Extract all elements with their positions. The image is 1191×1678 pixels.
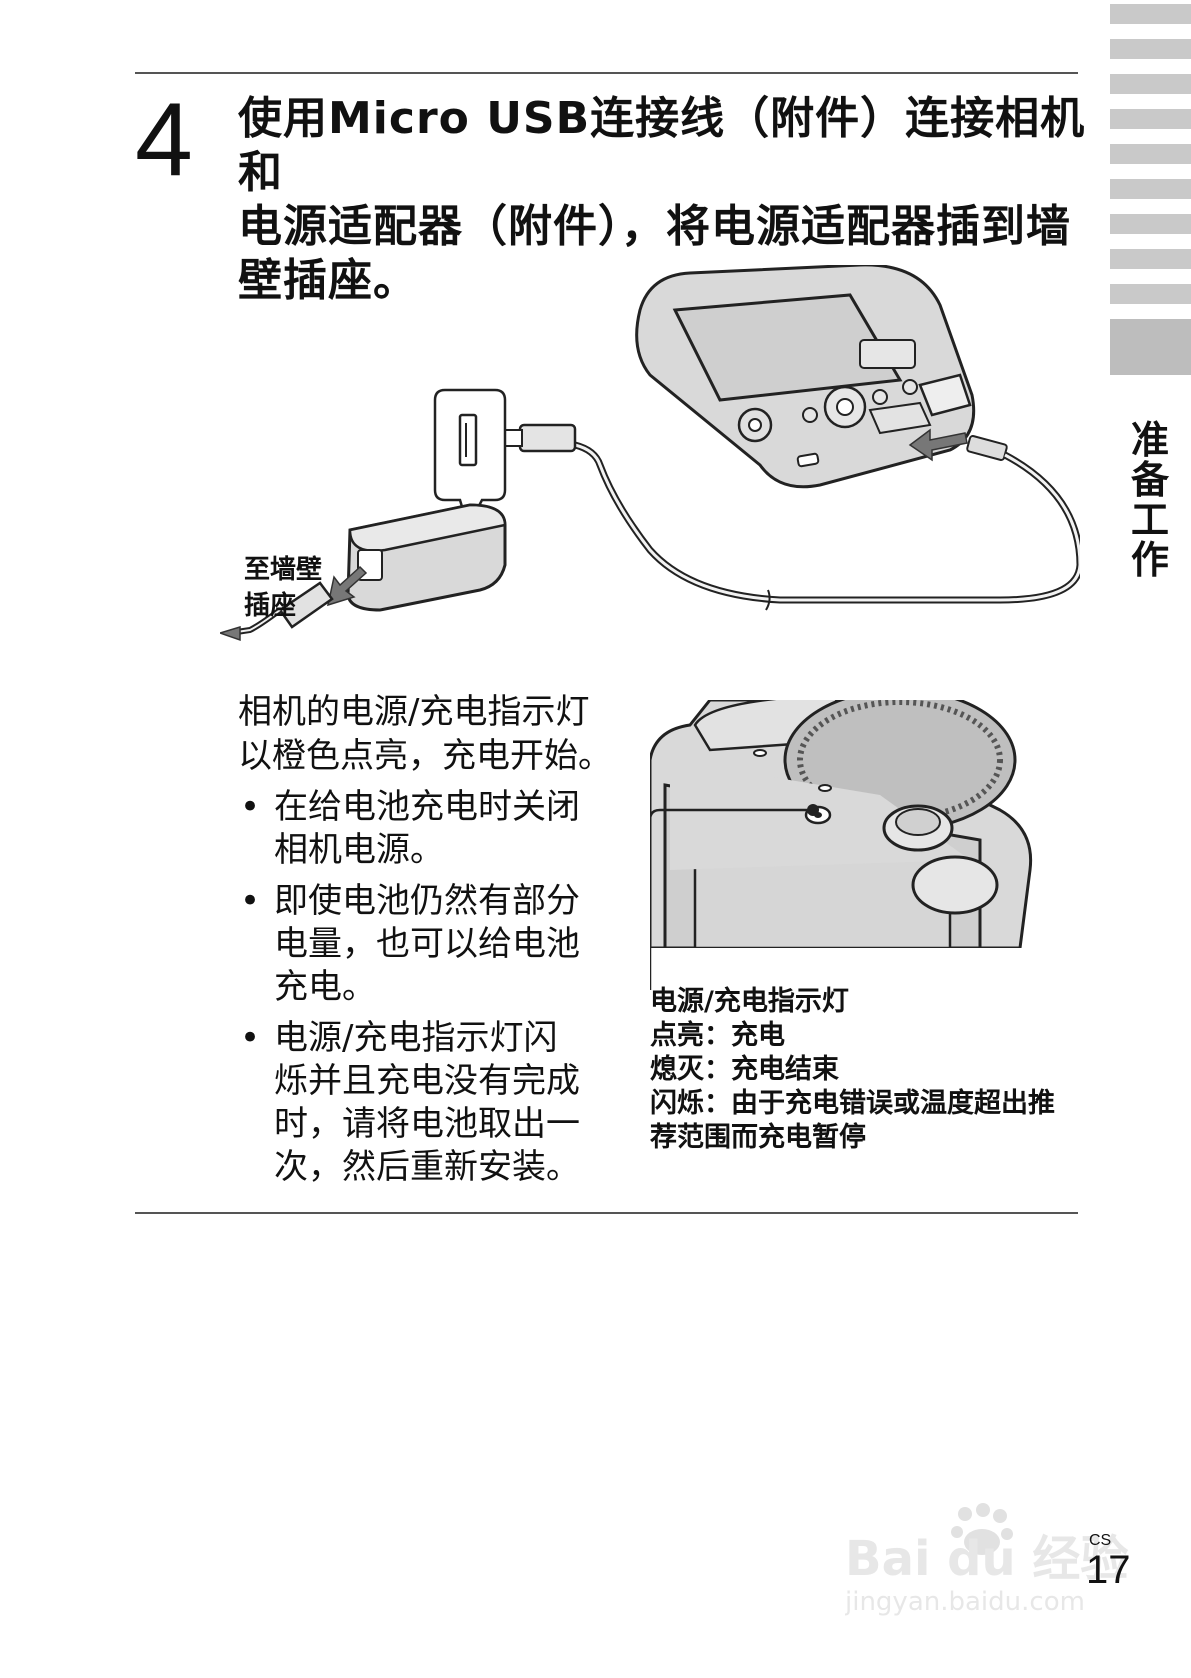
indicator-blink: 荐范围而充电暂停 (650, 1122, 866, 1153)
side-chapter-label: 准 备 工 作 (1128, 420, 1172, 580)
indicator-on: 点亮：充电 (650, 1020, 785, 1051)
indicator-caption: 电源/充电指示灯 点亮：充电 熄灭：充电结束 闪烁：由于充电错误或温度超出推 荐… (650, 985, 1090, 1155)
arrow-to-camera-icon (908, 428, 968, 462)
chapter-tab[interactable] (1110, 39, 1191, 59)
indicator-off: 熄灭：充电结束 (650, 1054, 839, 1085)
charging-intro: 相机的电源/充电指示灯 以橙色点亮，充电开始。 (238, 690, 638, 778)
ac-adapter-illustration (346, 503, 507, 612)
notes-list: • 在给电池充电时关闭 相机电源。 • 即使电池仍然有部分 电量，也可以给电池 … (238, 786, 638, 1197)
camera-closeup-illustration (650, 700, 1033, 990)
chapter-tab[interactable] (1110, 284, 1191, 304)
step-line: 电源适配器（附件），将电源适配器插到墙 (238, 201, 1071, 252)
camera-illustration (635, 265, 976, 489)
chapter-tab[interactable] (1110, 4, 1191, 24)
note-line: 电源/充电指示灯闪 (274, 1018, 558, 1058)
side-label-char: 工 (1130, 498, 1169, 542)
note-item: • 即使电池仍然有部分 电量，也可以给电池 充电。 (238, 880, 638, 1009)
chapter-tab[interactable] (1110, 74, 1191, 94)
indicator-blink: 闪烁：由于充电错误或温度超出推 (650, 1088, 1055, 1119)
note-item: • 在给电池充电时关闭 相机电源。 (238, 786, 638, 872)
chapter-tab[interactable] (1110, 249, 1191, 269)
watermark-brand: Bai du 经验 (845, 1531, 1128, 1587)
arrow-to-inlet-icon (326, 565, 368, 607)
page-language: CS (1089, 1532, 1112, 1549)
chapter-tab[interactable] (1110, 109, 1191, 129)
intro-line: 以橙色点亮，充电开始。 (238, 736, 612, 776)
arrow-to-wall-icon (220, 625, 241, 642)
note-line: 次，然后重新安装。 (274, 1147, 580, 1187)
note-line: 时，请将电池取出一 (274, 1104, 580, 1144)
indicator-title: 电源/充电指示灯 (650, 986, 849, 1017)
side-label-char: 准 (1130, 418, 1169, 462)
step-instruction: 使用Micro USB连接线（附件）连接相机和 电源适配器（附件），将电源适配器… (238, 92, 1088, 308)
usb-a-plug-icon (518, 423, 577, 453)
wall-label-line: 插座 (244, 591, 297, 621)
intro-line: 相机的电源/充电指示灯 (238, 692, 590, 732)
note-line: 在给电池充电时关闭 (274, 787, 580, 827)
chapter-tabs (1110, 4, 1191, 390)
wall-label-line: 至墙壁 (244, 555, 323, 585)
power-plug-icon (278, 581, 334, 629)
bottom-rule (135, 1212, 1078, 1214)
chapter-tab[interactable] (1110, 179, 1191, 199)
usb-port-icon (458, 413, 478, 467)
watermark-url: jingyan.baidu.com (845, 1587, 1085, 1617)
step-number: 4 (135, 82, 193, 198)
page-number: 17 (1086, 1548, 1131, 1592)
connection-diagram (220, 265, 1080, 642)
chapter-tab[interactable] (1110, 214, 1191, 234)
note-line: 电量，也可以给电池 (274, 924, 580, 964)
leader-line (650, 808, 813, 990)
note-line: 即使电池仍然有部分 (274, 881, 580, 921)
bullet-icon: • (240, 1018, 261, 1058)
micro-usb-plug-icon (966, 435, 1008, 461)
side-label-char: 备 (1130, 458, 1169, 502)
wall-outlet-label: 至墙壁 插座 (244, 552, 354, 624)
top-rule (135, 72, 1078, 74)
step-line: 壁插座。 (238, 255, 418, 306)
bullet-icon: • (240, 787, 261, 827)
note-line: 烁并且充电没有完成 (274, 1061, 580, 1101)
note-item: • 电源/充电指示灯闪 烁并且充电没有完成 时，请将电池取出一 次，然后重新安装… (238, 1017, 638, 1189)
step-line: 使用Micro USB连接线（附件）连接相机和 (238, 93, 1086, 198)
chapter-tab[interactable] (1110, 144, 1191, 164)
side-label-char: 作 (1130, 538, 1169, 582)
bullet-icon: • (240, 881, 261, 921)
chapter-tab-active[interactable] (1110, 319, 1191, 375)
note-line: 相机电源。 (274, 830, 444, 870)
baidu-watermark-logo: Bai du 经验 jingyan.baidu.com (845, 1503, 1128, 1617)
note-line: 充电。 (274, 967, 376, 1007)
